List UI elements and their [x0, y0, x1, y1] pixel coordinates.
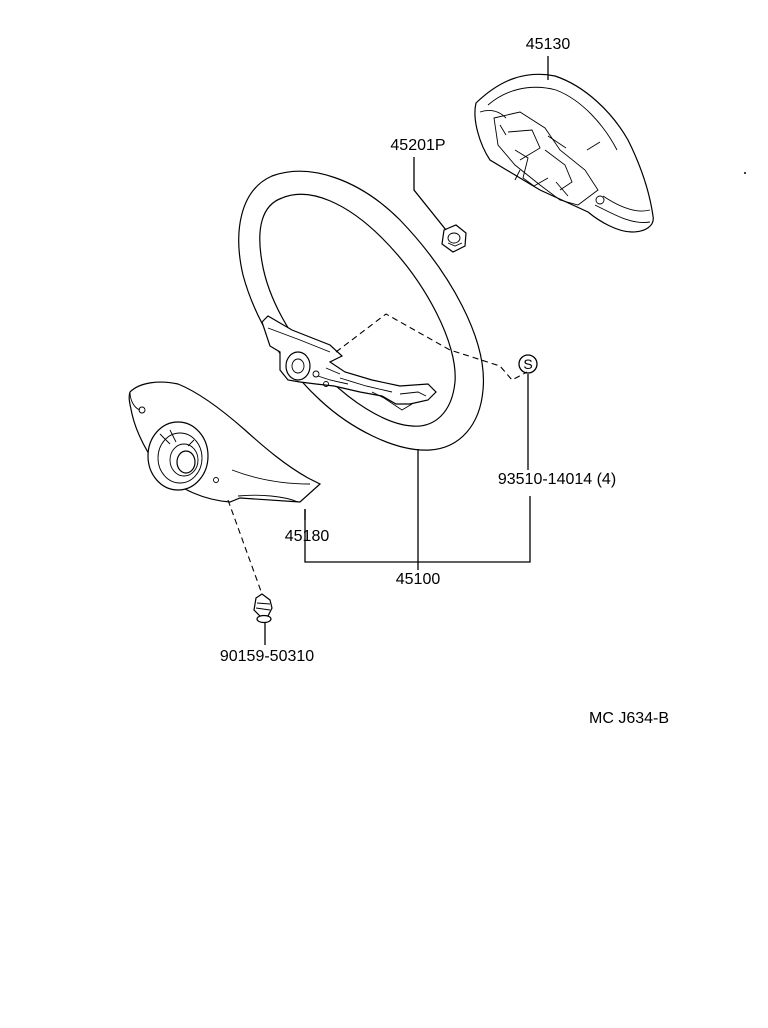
s-marker-circle	[518, 354, 538, 374]
hex-nut	[441, 224, 467, 253]
horn-pad-cover	[474, 73, 746, 233]
part-label-45100: 45100	[396, 571, 441, 588]
part-label-45130: 45130	[526, 36, 571, 53]
figure-code: MC J634-B	[589, 710, 669, 727]
s-marker-label: S	[523, 356, 532, 372]
steering-wheel	[238, 170, 485, 451]
part-label-45180: 45180	[285, 528, 330, 545]
part-label-93510-14014: 93510-14014 (4)	[498, 471, 616, 488]
part-label-90159-50310: 90159-50310	[220, 648, 314, 665]
cover-screw	[253, 593, 273, 624]
callout-lines	[227, 56, 549, 645]
part-label-45201p: 45201P	[390, 137, 445, 154]
lower-cover	[128, 381, 322, 503]
